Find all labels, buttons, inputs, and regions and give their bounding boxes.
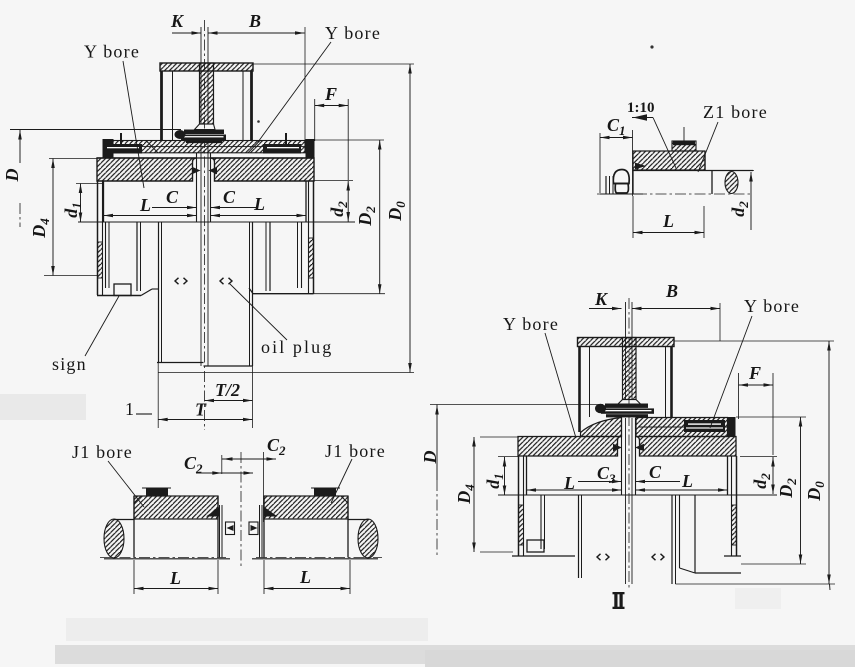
svg-text:T/2: T/2: [215, 380, 240, 400]
svg-text:L: L: [139, 195, 151, 215]
svg-text:1:10: 1:10: [627, 100, 655, 116]
svg-text:C: C: [649, 462, 662, 482]
svg-text:L: L: [563, 473, 575, 493]
svg-text:J1 bore: J1 bore: [72, 442, 133, 462]
svg-text:Y bore: Y bore: [503, 314, 559, 334]
svg-text:B: B: [248, 11, 261, 31]
svg-text:C: C: [166, 187, 179, 207]
svg-text:J1 bore: J1 bore: [325, 441, 386, 461]
svg-text:Y bore: Y bore: [325, 23, 381, 43]
svg-text:B: B: [665, 281, 678, 301]
svg-text:L: L: [299, 567, 311, 587]
svg-text:T: T: [195, 400, 207, 420]
svg-text:oil plug: oil plug: [261, 337, 333, 357]
svg-text:D: D: [420, 451, 440, 465]
svg-text:D: D: [2, 169, 22, 183]
svg-text:sign: sign: [52, 354, 87, 374]
svg-text:C: C: [223, 187, 236, 207]
svg-text:K: K: [170, 11, 185, 31]
svg-text:L: L: [169, 568, 181, 588]
svg-text:L: L: [662, 211, 674, 231]
svg-text:Y bore: Y bore: [84, 42, 140, 62]
svg-text:Z1 bore: Z1 bore: [703, 102, 768, 122]
svg-text:F: F: [324, 84, 337, 104]
svg-text:F: F: [748, 363, 761, 383]
svg-text:1: 1: [125, 399, 135, 419]
svg-text:Y bore: Y bore: [744, 296, 800, 316]
svg-text:K: K: [594, 289, 609, 309]
svg-text:L: L: [681, 471, 693, 491]
svg-text:L: L: [253, 194, 265, 214]
